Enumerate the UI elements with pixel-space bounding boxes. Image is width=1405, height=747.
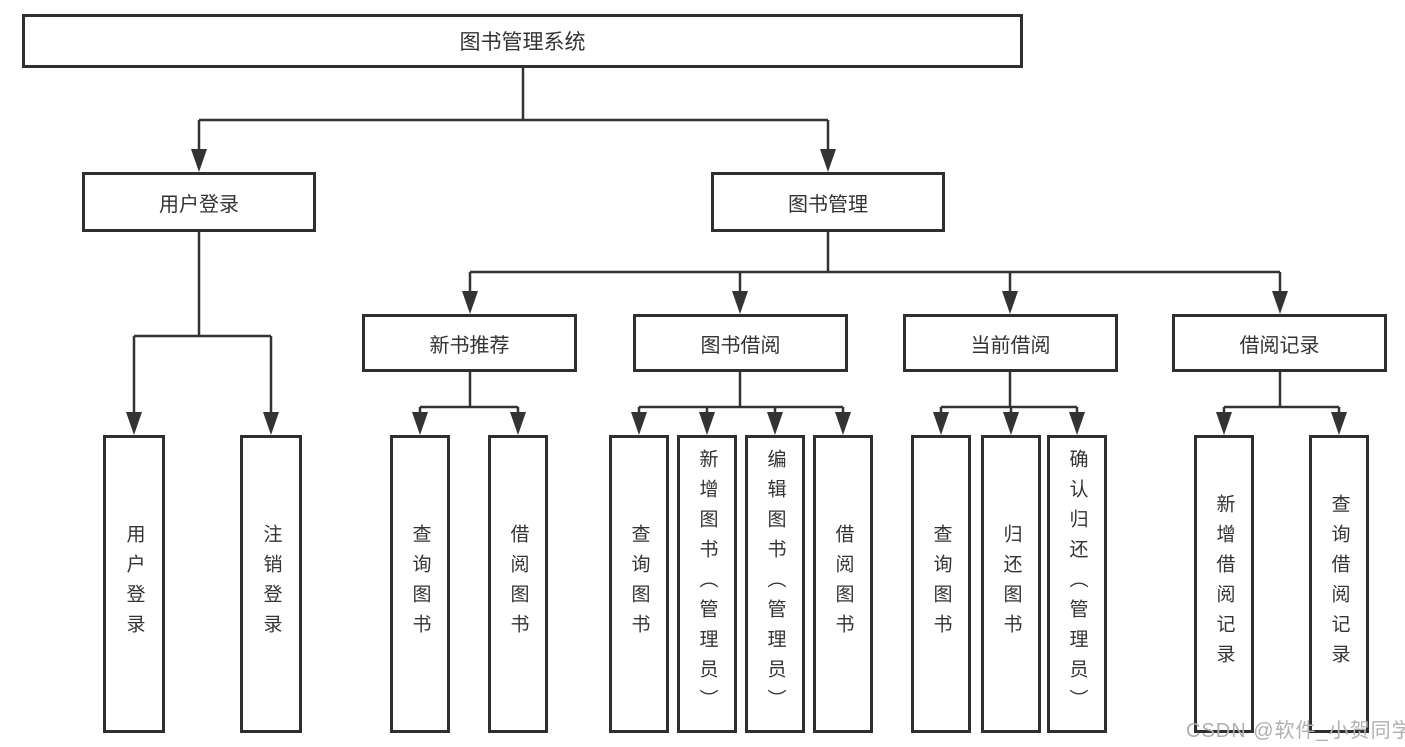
node-user-login: 用户登录 — [82, 172, 316, 232]
node-library-system: 图书管理系统 — [22, 14, 1023, 68]
leaf-bb-edit-books-admin: 编辑图书（管理员） — [745, 435, 805, 733]
arrow-icon — [732, 291, 748, 314]
leaf-bb-query-books: 查询图书 — [609, 435, 669, 733]
leaf-bb-add-books-admin: 新增图书（管理员） — [677, 435, 737, 733]
leaf-cb-return-books: 归还图书 — [981, 435, 1041, 733]
node-current-borrowing: 当前借阅 — [903, 314, 1118, 372]
arrow-icon — [191, 149, 207, 172]
leaf-nbr-borrow-books: 借阅图书 — [488, 435, 548, 733]
connector-new-book-recommend — [418, 372, 520, 420]
arrow-icon — [631, 412, 647, 435]
arrow-icon — [820, 149, 836, 172]
arrow-icon — [933, 412, 949, 435]
connector-root — [197, 68, 830, 158]
arrow-icon — [767, 412, 783, 435]
connector-book-borrowing — [637, 372, 845, 420]
leaf-cb-confirm-return-admin: 确认归还（管理员） — [1047, 435, 1107, 733]
arrow-icon — [126, 412, 142, 435]
leaf-cb-query-books: 查询图书 — [911, 435, 971, 733]
node-borrowing-records: 借阅记录 — [1172, 314, 1387, 372]
leaf-nbr-query-books: 查询图书 — [390, 435, 450, 733]
watermark: CSDN @软件_小贺同学 — [1186, 720, 1405, 742]
arrow-icon — [1216, 412, 1232, 435]
arrowheads — [126, 149, 1347, 435]
arrow-icon — [462, 291, 478, 314]
node-book-borrowing: 图书借阅 — [633, 314, 848, 372]
connector-book-mgmt — [468, 232, 1282, 300]
arrow-icon — [1331, 412, 1347, 435]
arrow-icon — [510, 412, 526, 435]
arrow-icon — [1272, 291, 1288, 314]
node-new-book-recommend: 新书推荐 — [362, 314, 577, 372]
arrow-icon — [412, 412, 428, 435]
leaf-br-add-record: 新增借阅记录 — [1194, 435, 1254, 733]
node-book-management: 图书管理 — [711, 172, 945, 232]
connector-borrowing-records — [1222, 372, 1341, 420]
leaf-bb-borrow-books: 借阅图书 — [813, 435, 873, 733]
leaf-br-query-record: 查询借阅记录 — [1309, 435, 1369, 733]
leaf-logout: 注销登录 — [240, 435, 302, 733]
arrow-icon — [699, 412, 715, 435]
arrow-icon — [835, 412, 851, 435]
arrow-icon — [263, 412, 279, 435]
arrow-icon — [1003, 412, 1019, 435]
arrow-icon — [1002, 291, 1018, 314]
leaf-user-login: 用户登录 — [103, 435, 165, 733]
arrow-icon — [1069, 412, 1085, 435]
connector-user-login — [132, 232, 273, 420]
